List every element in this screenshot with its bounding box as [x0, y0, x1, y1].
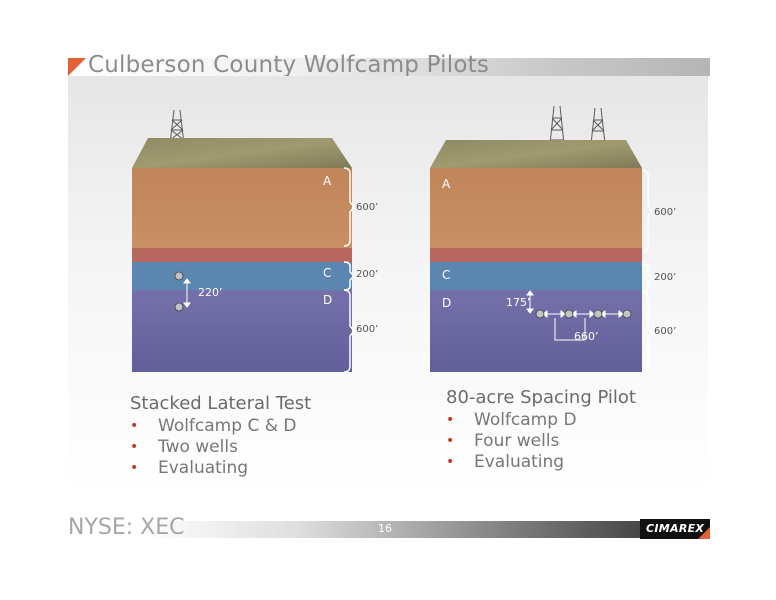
bullet-item: • Evaluating: [130, 458, 296, 479]
bullet-text: Evaluating: [474, 452, 565, 472]
well-marker: [535, 309, 545, 319]
bullet-item: • Four wells: [446, 431, 577, 452]
zone-a-thickness: 600’: [356, 202, 379, 213]
well-marker: [174, 271, 184, 281]
derrick-icon: [590, 107, 606, 145]
spacing-pilot-diagram: A C D 600’ 200’ 600’ 175’ 660’: [424, 100, 686, 372]
title-bar: [68, 58, 710, 76]
vertical-spacing-arrow-icon: [526, 290, 534, 314]
well-marker: [593, 309, 603, 319]
bullet-icon: •: [446, 412, 455, 428]
zone-c-thickness: 200’: [356, 269, 379, 280]
zone-a-label: A: [442, 177, 451, 191]
bullet-text: Four wells: [474, 431, 560, 451]
bullet-icon: •: [446, 433, 455, 449]
stacked-lateral-title: Stacked Lateral Test: [130, 393, 312, 414]
well-spacing-label: 220’: [198, 286, 223, 299]
zone-c: [430, 262, 642, 290]
bracket-d: [343, 289, 355, 372]
stacked-lateral-diagram: A C D 600’ 200’ 600’ 220’: [126, 100, 379, 372]
slide-title: Culberson County Wolfcamp Pilots: [88, 52, 490, 78]
logo-accent-icon: [698, 527, 710, 539]
zone-b: [430, 248, 642, 262]
footer-bar: [140, 521, 670, 538]
spacing-arrow-icon: [183, 278, 191, 308]
bullet-text: Wolfcamp D: [474, 410, 577, 430]
zone-c-label: C: [442, 268, 451, 282]
bullet-item: • Evaluating: [446, 452, 577, 473]
horizontal-spacing-label: 660’: [574, 330, 599, 343]
bullet-item: • Wolfcamp C & D: [130, 416, 296, 437]
bracket-a: [641, 169, 653, 253]
well-marker: [564, 309, 574, 319]
well-marker: [174, 302, 184, 312]
spacing-pilot-bullets: • Wolfcamp D • Four wells • Evaluating: [446, 410, 577, 473]
accent-triangle-icon: [68, 58, 86, 76]
bullet-icon: •: [130, 439, 139, 455]
bullet-text: Evaluating: [158, 458, 249, 478]
bullet-icon: •: [446, 454, 455, 470]
ground-surface: [430, 140, 642, 168]
bullet-item: • Wolfcamp D: [446, 410, 577, 431]
zone-c: [132, 262, 352, 290]
derrick-icon: [549, 105, 565, 145]
bracket-a: [343, 167, 355, 247]
bracket-d: [641, 291, 653, 372]
bracket-c: [641, 263, 654, 293]
vertical-spacing-label: 175’: [506, 296, 531, 309]
page-number: 16: [378, 522, 392, 535]
ground-surface: [132, 138, 352, 168]
well-marker: [622, 309, 632, 319]
zone-b: [132, 248, 352, 262]
bullet-text: Two wells: [158, 437, 238, 457]
horizontal-spacing-arrows: [542, 310, 624, 318]
stacked-lateral-bullets: • Wolfcamp C & D • Two wells • Evaluating: [130, 416, 296, 479]
zone-d-label: D: [323, 293, 333, 307]
zone-c-thickness: 200’: [654, 272, 677, 283]
zone-d-label: D: [442, 296, 452, 310]
bullet-icon: •: [130, 460, 139, 476]
zone-d-thickness: 600’: [356, 324, 379, 335]
spacing-bracket: [554, 318, 586, 341]
zone-c-label: C: [323, 266, 332, 280]
bullet-icon: •: [130, 418, 139, 434]
company-logo: CIMAREX: [640, 519, 710, 539]
zone-a: [430, 168, 642, 248]
bullet-item: • Two wells: [130, 437, 296, 458]
zone-a-label: A: [323, 174, 332, 188]
stock-ticker: NYSE: XEC: [68, 515, 185, 540]
zone-a-thickness: 600’: [654, 207, 677, 218]
bullet-text: Wolfcamp C & D: [158, 416, 297, 436]
bracket-c: [343, 261, 356, 291]
zone-a: [132, 168, 352, 248]
zone-d-thickness: 600’: [654, 326, 677, 337]
spacing-pilot-title: 80-acre Spacing Pilot: [446, 387, 636, 408]
zone-d: [430, 290, 642, 372]
logo-text: CIMAREX: [646, 522, 705, 535]
zone-d: [132, 290, 352, 372]
